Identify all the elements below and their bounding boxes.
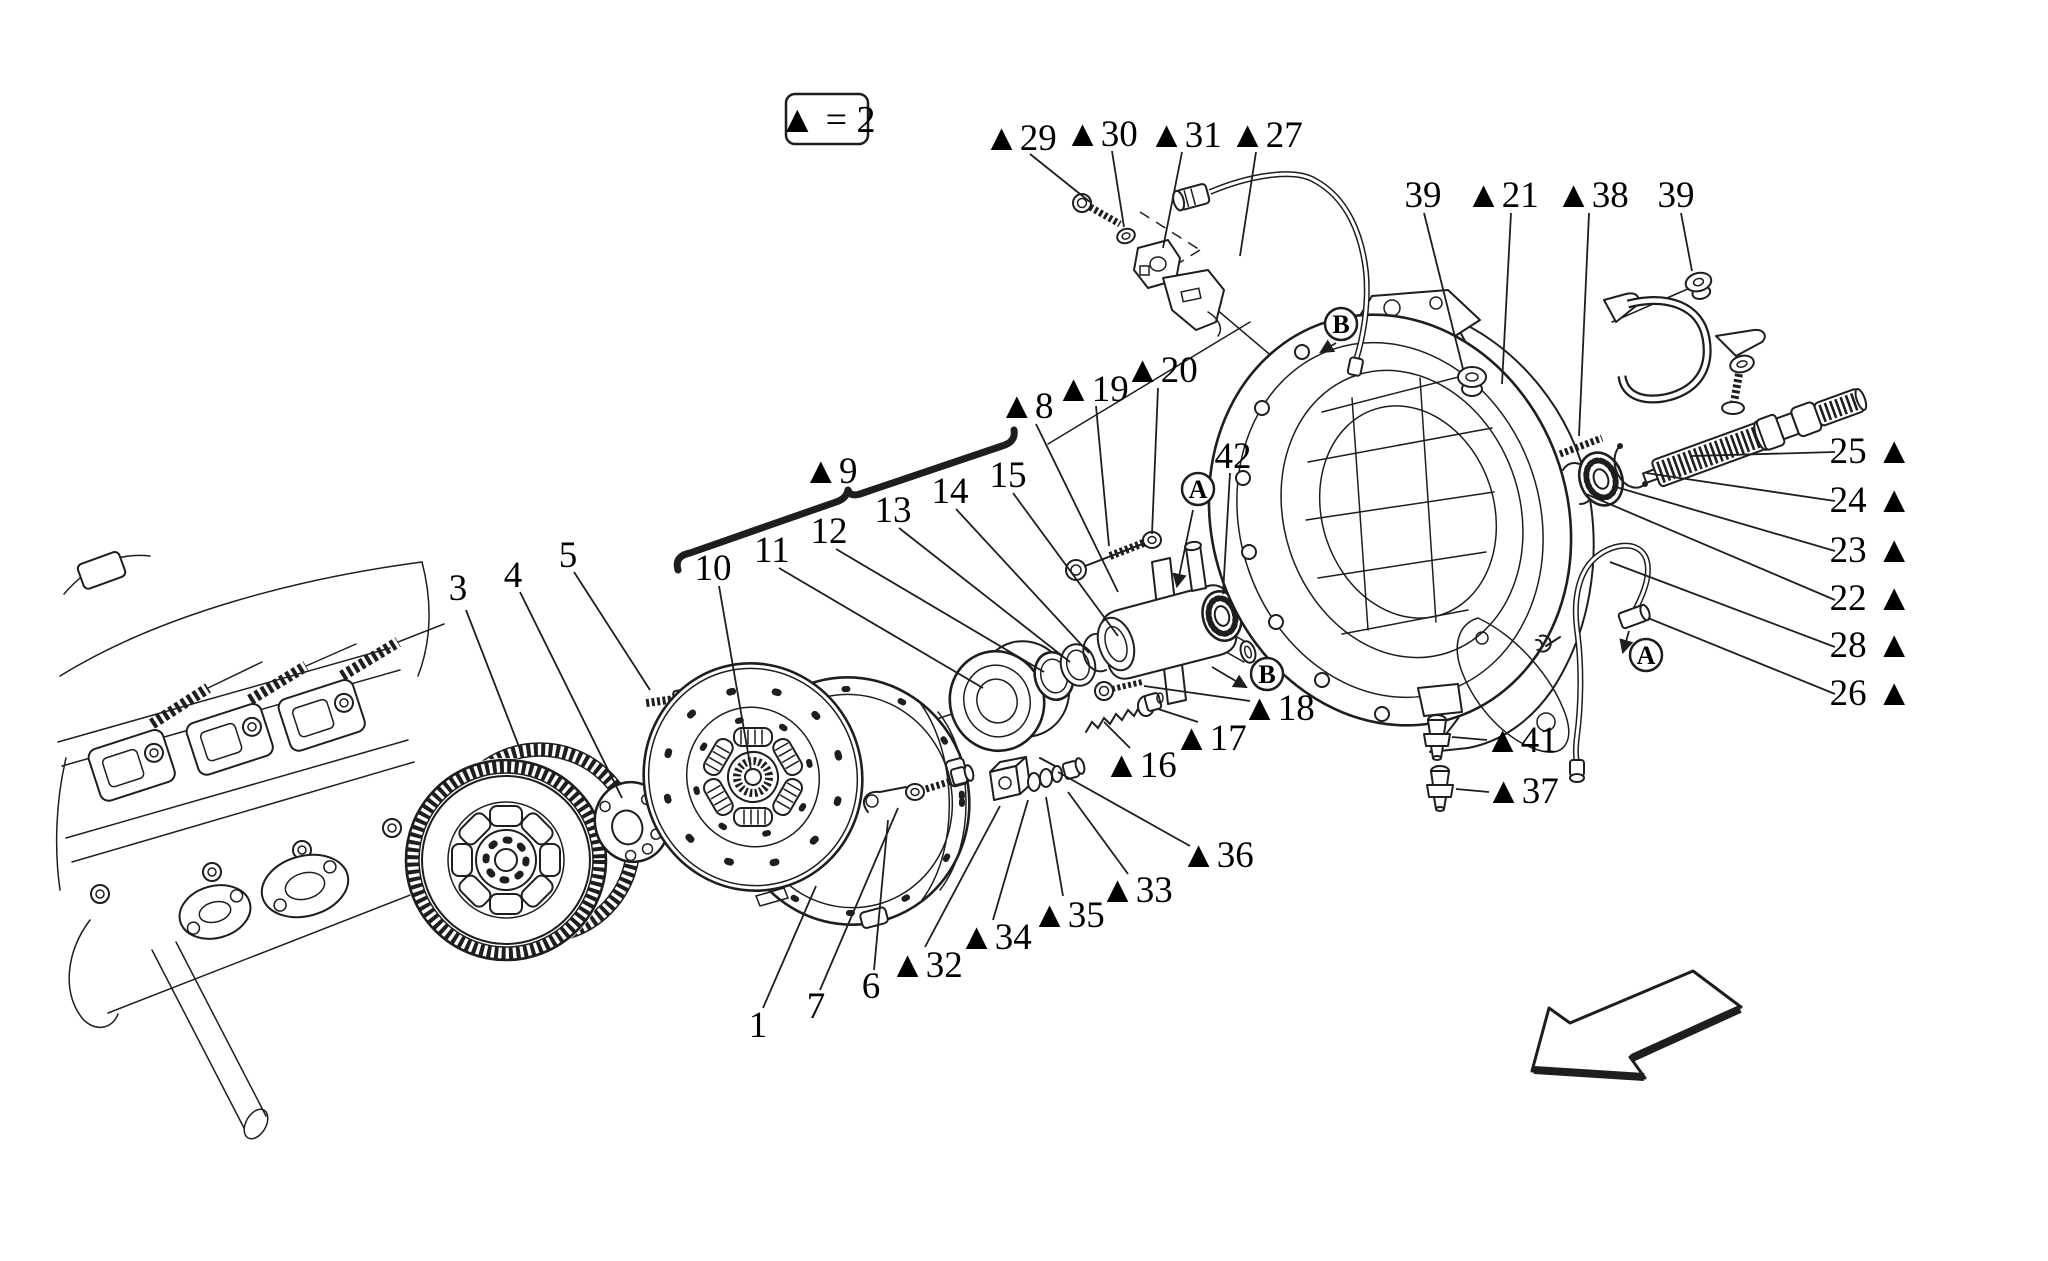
hydraulic-lines xyxy=(1072,171,1766,812)
exhaust-gasket xyxy=(260,853,350,919)
callout-28: 28 ▲ xyxy=(1830,625,1913,666)
callout-22: 22 ▲ xyxy=(1830,578,1913,619)
marker-circle-B-bolt xyxy=(1249,656,1285,692)
engine-illustration xyxy=(55,551,445,1140)
callout-36: ▲36 xyxy=(1180,835,1254,876)
legend-text: ▲ = 2 xyxy=(778,99,875,141)
exhaust-gasket xyxy=(178,884,252,940)
callout-3: 3 xyxy=(449,568,468,609)
callout-12: 12 xyxy=(811,511,848,552)
marker-letter-A-union: A xyxy=(1637,641,1656,670)
bleeder-valve xyxy=(1423,714,1451,761)
flywheel xyxy=(404,742,641,962)
callout-16: ▲16 xyxy=(1103,745,1177,786)
callout-4: 4 xyxy=(504,555,523,596)
marker-arrows xyxy=(1172,339,1634,689)
marker-circle-A-union xyxy=(1628,637,1664,673)
direction-arrow xyxy=(1530,969,1743,1081)
callout-14: 14 xyxy=(932,471,969,512)
ignition-coil xyxy=(277,678,366,752)
torsion-springs xyxy=(702,726,804,827)
callout-8: ▲8 xyxy=(998,386,1053,427)
marker-circle-A-cylinder xyxy=(1180,471,1216,507)
callout-21: ▲21 xyxy=(1465,175,1539,216)
bleeder-valve xyxy=(1426,765,1454,812)
callout-1: 1 xyxy=(749,1005,768,1046)
marker-letter-A-cylinder: A xyxy=(1189,475,1208,504)
callout-26: 26 ▲ xyxy=(1830,673,1913,714)
callout-19: ▲19 xyxy=(1055,369,1129,410)
leader-lines xyxy=(465,150,1836,1009)
callout-24: 24 ▲ xyxy=(1830,480,1913,521)
flywheel-windows xyxy=(451,805,561,915)
callout-39L: 39 xyxy=(1405,175,1442,216)
ignition-coil xyxy=(87,728,176,802)
callout-41: ▲41 xyxy=(1484,720,1558,761)
callout-30: ▲30 xyxy=(1064,114,1138,155)
callout-29: ▲29 xyxy=(983,118,1057,159)
callout-9: ▲9 xyxy=(802,451,857,492)
callout-11: 11 xyxy=(754,530,790,571)
clutch-disc xyxy=(642,662,864,892)
ignition-coil xyxy=(185,702,274,776)
callout-15: 15 xyxy=(990,455,1027,496)
callout-17: ▲17 xyxy=(1173,718,1247,759)
callout-6: 6 xyxy=(862,966,881,1007)
callout-25: 25 ▲ xyxy=(1830,431,1913,472)
callout-27: ▲27 xyxy=(1229,115,1303,156)
legend-box xyxy=(784,92,870,146)
callout-37: ▲37 xyxy=(1485,771,1559,812)
callout-34: ▲34 xyxy=(958,917,1032,958)
group-brace xyxy=(673,426,1018,574)
marker-letter-B-bolt: B xyxy=(1258,660,1275,689)
legend: ▲ = 2 xyxy=(778,92,876,146)
callout-35: ▲35 xyxy=(1031,895,1105,936)
input-shaft-group xyxy=(1558,388,1868,507)
callout-38: ▲38 xyxy=(1555,175,1629,216)
callout-39R: 39 xyxy=(1658,175,1695,216)
callout-33: ▲33 xyxy=(1099,870,1173,911)
callout-32: ▲32 xyxy=(889,945,963,986)
callout-31: ▲31 xyxy=(1148,115,1222,156)
callout-13: 13 xyxy=(875,490,912,531)
callout-10: 10 xyxy=(695,548,732,589)
bell-housing xyxy=(1207,289,1595,753)
callout-42: 42 xyxy=(1215,436,1252,477)
circled-markers: B A B A xyxy=(1180,306,1664,692)
callout-20: ▲20 xyxy=(1124,350,1198,391)
callout-18: ▲18 xyxy=(1241,688,1315,729)
marker-letter-B-pipe: B xyxy=(1332,310,1349,339)
callout-23: 23 ▲ xyxy=(1830,530,1913,571)
marker-circle-B-pipe xyxy=(1323,306,1359,342)
callout-7: 7 xyxy=(807,986,826,1027)
callout-5: 5 xyxy=(559,535,578,576)
release-bearing-group xyxy=(948,531,1257,753)
